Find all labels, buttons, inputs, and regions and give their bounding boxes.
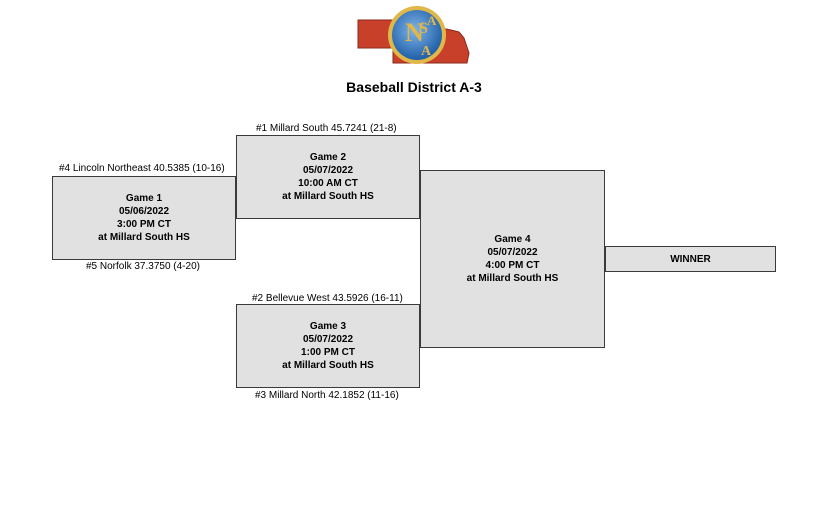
svg-text:S: S bbox=[419, 20, 428, 37]
svg-text:A: A bbox=[421, 44, 432, 59]
game-3-site: at Millard South HS bbox=[282, 360, 374, 371]
winner-label: WINNER bbox=[670, 253, 711, 265]
game-2-box: Game 2 05/07/2022 10:00 AM CT at Millard… bbox=[236, 135, 420, 219]
game-4-time: 4:00 PM CT bbox=[485, 260, 540, 271]
nsaa-logo: N S A A bbox=[355, 3, 473, 67]
game-3-box: Game 3 05/07/2022 1:00 PM CT at Millard … bbox=[236, 304, 420, 388]
game-4-site: at Millard South HS bbox=[466, 273, 559, 284]
team-label-game3-top: #2 Bellevue West 43.5926 (16-11) bbox=[252, 293, 403, 304]
game-4-name: Game 4 bbox=[494, 234, 531, 245]
winner-box: WINNER bbox=[605, 246, 776, 272]
game-3-name: Game 3 bbox=[309, 321, 347, 332]
game-1-time: 3:00 PM CT bbox=[117, 219, 171, 230]
svg-text:A: A bbox=[427, 13, 437, 28]
game-2-time: 10:00 AM CT bbox=[298, 178, 358, 189]
game-2-date: 05/07/2022 bbox=[302, 165, 354, 176]
team-label-game2-top: #1 Millard South 45.7241 (21-8) bbox=[256, 123, 397, 134]
game-1-date: 05/06/2022 bbox=[118, 206, 170, 217]
game-1-site: at Millard South HS bbox=[98, 232, 190, 243]
game-4-date: 05/07/2022 bbox=[487, 247, 538, 258]
game-4-box: Game 4 05/07/2022 4:00 PM CT at Millard … bbox=[420, 170, 605, 348]
game-1-name: Game 1 bbox=[125, 193, 163, 204]
page-title: Baseball District A-3 bbox=[346, 79, 482, 95]
game-3-date: 05/07/2022 bbox=[302, 334, 354, 345]
game-2-name: Game 2 bbox=[309, 152, 347, 163]
team-label-game1-bottom: #5 Norfolk 37.3750 (4-20) bbox=[86, 261, 200, 272]
game-3-time: 1:00 PM CT bbox=[301, 347, 355, 358]
team-label-game3-bottom: #3 Millard North 42.1852 (11-16) bbox=[255, 390, 399, 401]
game-2-site: at Millard South HS bbox=[282, 191, 374, 202]
team-label-game1-top: #4 Lincoln Northeast 40.5385 (10-16) bbox=[59, 163, 225, 174]
game-1-box: Game 1 05/06/2022 3:00 PM CT at Millard … bbox=[52, 176, 236, 260]
svg-text:N: N bbox=[405, 18, 424, 47]
